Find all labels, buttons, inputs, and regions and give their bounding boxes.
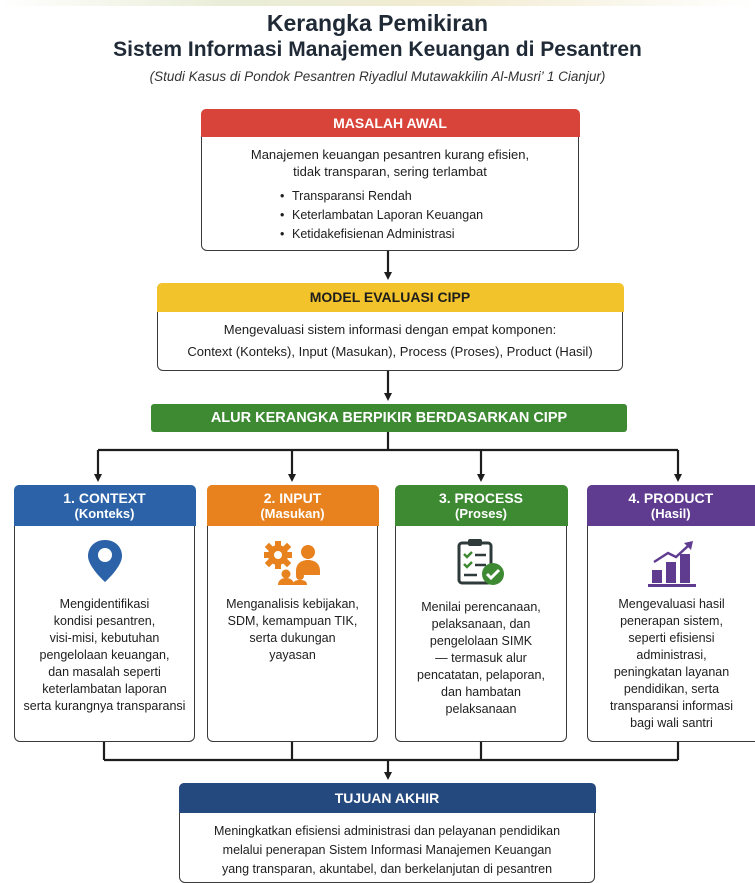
context-subtitle: (Konteks)	[14, 506, 196, 522]
input-title: 2. INPUT	[207, 490, 379, 506]
input-line: yayasan	[212, 647, 373, 664]
process-line: pengelolaan SIMK	[400, 633, 562, 650]
cipp-desc-line1: Mengevaluasi sistem informasi dengan emp…	[158, 322, 622, 337]
process-card: 3. PROCESS (Proses) Menilai perencanaan,…	[395, 485, 567, 742]
process-line: dan hambatan	[400, 684, 562, 701]
input-card: 2. INPUT (Masukan)	[207, 485, 378, 742]
context-line: serta kurangnya transparansi	[19, 698, 190, 715]
masalah-bullet-3: Ketidakefisienan Administrasi	[280, 227, 455, 241]
checklist-icon	[455, 538, 507, 593]
context-card: 1. CONTEXT (Konteks) Mengidentifikasi ko…	[14, 485, 195, 742]
product-line: administrasi,	[592, 647, 751, 664]
product-description: Mengevaluasi hasil penerapan sistem, sep…	[592, 596, 751, 732]
masalah-description: Manajemen keuangan pesantren kurang efis…	[202, 146, 578, 180]
input-header: 2. INPUT (Masukan)	[207, 485, 379, 526]
product-line: seperti efisiensi	[592, 630, 751, 647]
product-header: 4. PRODUCT (Hasil)	[587, 485, 755, 526]
process-line: Menilai perencanaan,	[400, 599, 562, 616]
location-pin-icon	[85, 538, 125, 589]
masalah-desc-line1: Manajemen keuangan pesantren kurang efis…	[202, 146, 578, 163]
process-line: — termasuk alur	[400, 650, 562, 667]
product-line: penerapan sistem,	[592, 613, 751, 630]
product-line: transparansi informasi	[592, 698, 751, 715]
process-description: Menilai perencanaan, pelaksanaan, dan pe…	[400, 599, 562, 718]
process-line: pelaksanaan, dan	[400, 616, 562, 633]
alur-kerangka-banner: ALUR KERANGKA BERPIKIR BERDASARKAN CIPP	[151, 404, 627, 432]
process-subtitle: (Proses)	[395, 506, 568, 522]
process-line: pelaksanaan	[400, 701, 562, 718]
context-line: pengelolaan keuangan,	[19, 647, 190, 664]
tujuan-line1: Meningkatkan efisiensi administrasi dan …	[180, 824, 594, 838]
masalah-awal-box: MASALAH AWAL Manajemen keuangan pesantre…	[201, 109, 579, 251]
product-line: peningkatan layanan	[592, 664, 751, 681]
tujuan-line2: melalui penerapan Sistem Informasi Manaj…	[180, 843, 594, 857]
input-description: Menganalisis kebijakan, SDM, kemampuan T…	[212, 596, 373, 664]
cipp-desc-line2: Context (Konteks), Input (Masukan), Proc…	[158, 344, 622, 359]
context-line: kondisi pesantren,	[19, 613, 190, 630]
process-header: 3. PROCESS (Proses)	[395, 485, 568, 526]
input-subtitle: (Masukan)	[207, 506, 379, 522]
model-evaluasi-cipp-box: MODEL EVALUASI CIPP Mengevaluasi sistem …	[157, 283, 623, 371]
masalah-bullet-2: Keterlambatan Laporan Keuangan	[280, 208, 483, 222]
tujuan-akhir-box: TUJUAN AKHIR Meningkatkan efisiensi admi…	[179, 783, 595, 883]
context-line: dan masalah seperti	[19, 664, 190, 681]
product-line: bagi wali santri	[592, 715, 751, 732]
masalah-bullet-1: Transparansi Rendah	[280, 189, 412, 203]
tujuan-line3: yang transparan, akuntabel, dan berkelan…	[180, 862, 594, 876]
product-title: 4. PRODUCT	[587, 490, 755, 506]
masalah-desc-line2: tidak transparan, sering terlambat	[202, 163, 578, 180]
input-line: Menganalisis kebijakan,	[212, 596, 373, 613]
bar-chart-growth-icon	[644, 538, 700, 593]
context-line: Mengidentifikasi	[19, 596, 190, 613]
context-line: visi-misi, kebutuhan	[19, 630, 190, 647]
masalah-awal-title: MASALAH AWAL	[201, 109, 580, 137]
input-line: serta dukungan	[212, 630, 373, 647]
cipp-title: MODEL EVALUASI CIPP	[157, 283, 624, 312]
context-description: Mengidentifikasi kondisi pesantren, visi…	[19, 596, 190, 715]
product-card: 4. PRODUCT (Hasil) Mengevaluasi hasil pe…	[587, 485, 755, 742]
process-line: pencatatan, pelaporan,	[400, 667, 562, 684]
gear-people-icon	[262, 541, 324, 590]
context-title: 1. CONTEXT	[14, 490, 196, 506]
product-line: Mengevaluasi hasil	[592, 596, 751, 613]
process-title: 3. PROCESS	[395, 490, 568, 506]
context-header: 1. CONTEXT (Konteks)	[14, 485, 196, 526]
context-line: keterlambatan laporan	[19, 681, 190, 698]
input-line: SDM, kemampuan TIK,	[212, 613, 373, 630]
product-line: pendidikan, serta	[592, 681, 751, 698]
tujuan-title: TUJUAN AKHIR	[179, 783, 596, 813]
product-subtitle: (Hasil)	[587, 506, 755, 522]
